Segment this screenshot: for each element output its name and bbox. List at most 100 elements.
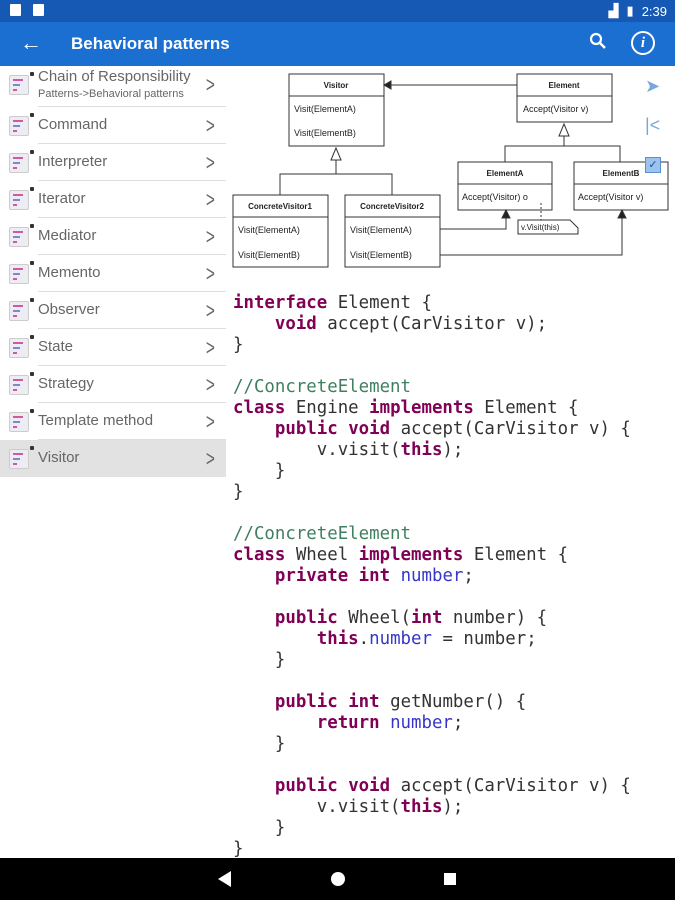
code-file-icon — [9, 75, 29, 95]
sidebar-item-subtitle: Patterns->Behavioral patterns — [38, 88, 184, 100]
status-bar: ▟▮2:39 — [0, 0, 675, 22]
notification-icon — [10, 4, 21, 16]
sidebar-item-command[interactable]: Command > — [0, 107, 226, 144]
code-token — [233, 566, 275, 586]
uml-visitor-method: Visit(ElementA) — [294, 104, 356, 114]
chevron-right-icon: > — [205, 187, 215, 212]
chevron-right-icon: > — [205, 150, 215, 175]
uml-elementb-name: ElementB — [603, 169, 640, 178]
chevron-right-icon: > — [205, 72, 215, 97]
code-token: //ConcreteElement — [233, 524, 411, 544]
divider — [38, 217, 226, 218]
battery-icon: ▮ — [626, 3, 634, 18]
code-file-icon — [9, 412, 29, 432]
lock-icon — [30, 187, 34, 191]
code-file-icon — [9, 190, 29, 210]
uml-elementa-name: ElementA — [487, 169, 524, 178]
chevron-right-icon: > — [205, 335, 215, 360]
first-page-icon[interactable]: |< — [645, 115, 661, 135]
code-line: private int number; — [233, 566, 631, 587]
code-token: } — [233, 839, 244, 859]
code-line: return number; — [233, 713, 631, 734]
chevron-right-icon: > — [205, 298, 215, 323]
sidebar-item-label: Interpreter — [38, 153, 108, 170]
arrow-back-icon[interactable]: ← — [20, 30, 42, 55]
code-token: number — [390, 713, 453, 733]
sidebar-item-template-method[interactable]: Template method > — [0, 403, 226, 440]
code-token: public — [274, 608, 338, 628]
uml-diagram: Visitor Visit(ElementA) Visit(ElementB) … — [232, 73, 669, 268]
nav-home-icon[interactable] — [331, 872, 345, 886]
code-view: interface Element { void accept(CarVisit… — [233, 293, 631, 860]
sidebar-item-label: Command — [38, 116, 108, 133]
code-token — [233, 608, 275, 628]
code-token: private — [274, 566, 349, 586]
code-token: } — [233, 461, 286, 481]
code-line: } — [233, 335, 631, 356]
sidebar-item-state[interactable]: State> — [0, 329, 226, 366]
sidebar-item-mediator[interactable]: Mediator> — [0, 218, 226, 255]
sidebar-item-visitor[interactable]: Visitor> — [0, 440, 226, 477]
uml-cv2-name: ConcreteVisitor2 — [360, 202, 424, 211]
sidebar-item-memento[interactable]: Memento> — [0, 255, 226, 292]
code-token — [233, 692, 275, 712]
chevron-right-icon: > — [205, 113, 215, 138]
code-token: Wheel( — [337, 608, 412, 628]
uml-cv2-method: Visit(ElementB) — [350, 250, 412, 260]
code-token: Element { — [463, 545, 569, 565]
divider — [38, 254, 226, 255]
code-token: Wheel — [285, 545, 359, 565]
sidebar-item-strategy[interactable]: Strategy> — [0, 366, 226, 403]
code-line: public int getNumber() { — [233, 692, 631, 713]
nav-recents-icon[interactable] — [444, 873, 456, 885]
clock: 2:39 — [641, 3, 667, 19]
code-file-icon — [9, 338, 29, 358]
checkbox-icon[interactable]: ✓ — [645, 157, 661, 173]
code-token — [338, 776, 348, 796]
code-token: return — [316, 713, 380, 733]
code-token: Element { — [327, 293, 432, 313]
code-token: ); — [442, 797, 464, 817]
code-token: v.visit( — [233, 797, 401, 817]
code-line: //ConcreteElement — [233, 524, 631, 545]
uml-cv1-method: Visit(ElementB) — [238, 250, 300, 260]
code-token: ); — [442, 440, 464, 460]
info-icon[interactable]: i — [631, 31, 655, 55]
navigation-bar — [0, 858, 675, 900]
sd-card-icon — [33, 4, 44, 16]
code-line: interface Element { — [233, 293, 631, 314]
sidebar-item-label: Template method — [38, 412, 154, 429]
search-icon[interactable] — [588, 31, 608, 56]
chevron-right-icon: > — [205, 372, 215, 397]
code-line — [233, 671, 631, 692]
lock-icon — [30, 113, 34, 117]
code-token — [233, 419, 275, 439]
code-token — [348, 566, 358, 586]
chevron-right-icon: > — [205, 409, 215, 434]
code-token: accept(CarVisitor v) { — [390, 419, 631, 439]
code-token: number — [400, 566, 464, 586]
code-file-icon — [9, 301, 29, 321]
code-line: } — [233, 461, 631, 482]
sidebar-item-interpreter[interactable]: Interpreter > — [0, 144, 226, 181]
code-token — [390, 566, 400, 586]
code-token — [338, 419, 348, 439]
code-line: void accept(CarVisitor v); — [233, 314, 631, 335]
divider — [38, 180, 226, 181]
sidebar-item-iterator[interactable]: Iterator> — [0, 181, 226, 218]
code-token — [233, 776, 275, 796]
code-token: } — [233, 818, 286, 838]
code-token — [233, 314, 275, 334]
send-icon[interactable]: ➤ — [645, 76, 661, 96]
code-line: } — [233, 650, 631, 671]
nav-back-icon[interactable] — [218, 871, 231, 887]
code-token: this — [400, 797, 443, 817]
code-token: accept(CarVisitor v) { — [390, 776, 631, 796]
code-line: public void accept(CarVisitor v) { — [233, 419, 631, 440]
sidebar-item-observer[interactable]: Observer> — [0, 292, 226, 329]
code-line: class Wheel implements Element { — [233, 545, 631, 566]
code-token: implements — [369, 398, 474, 418]
code-file-icon — [9, 375, 29, 395]
